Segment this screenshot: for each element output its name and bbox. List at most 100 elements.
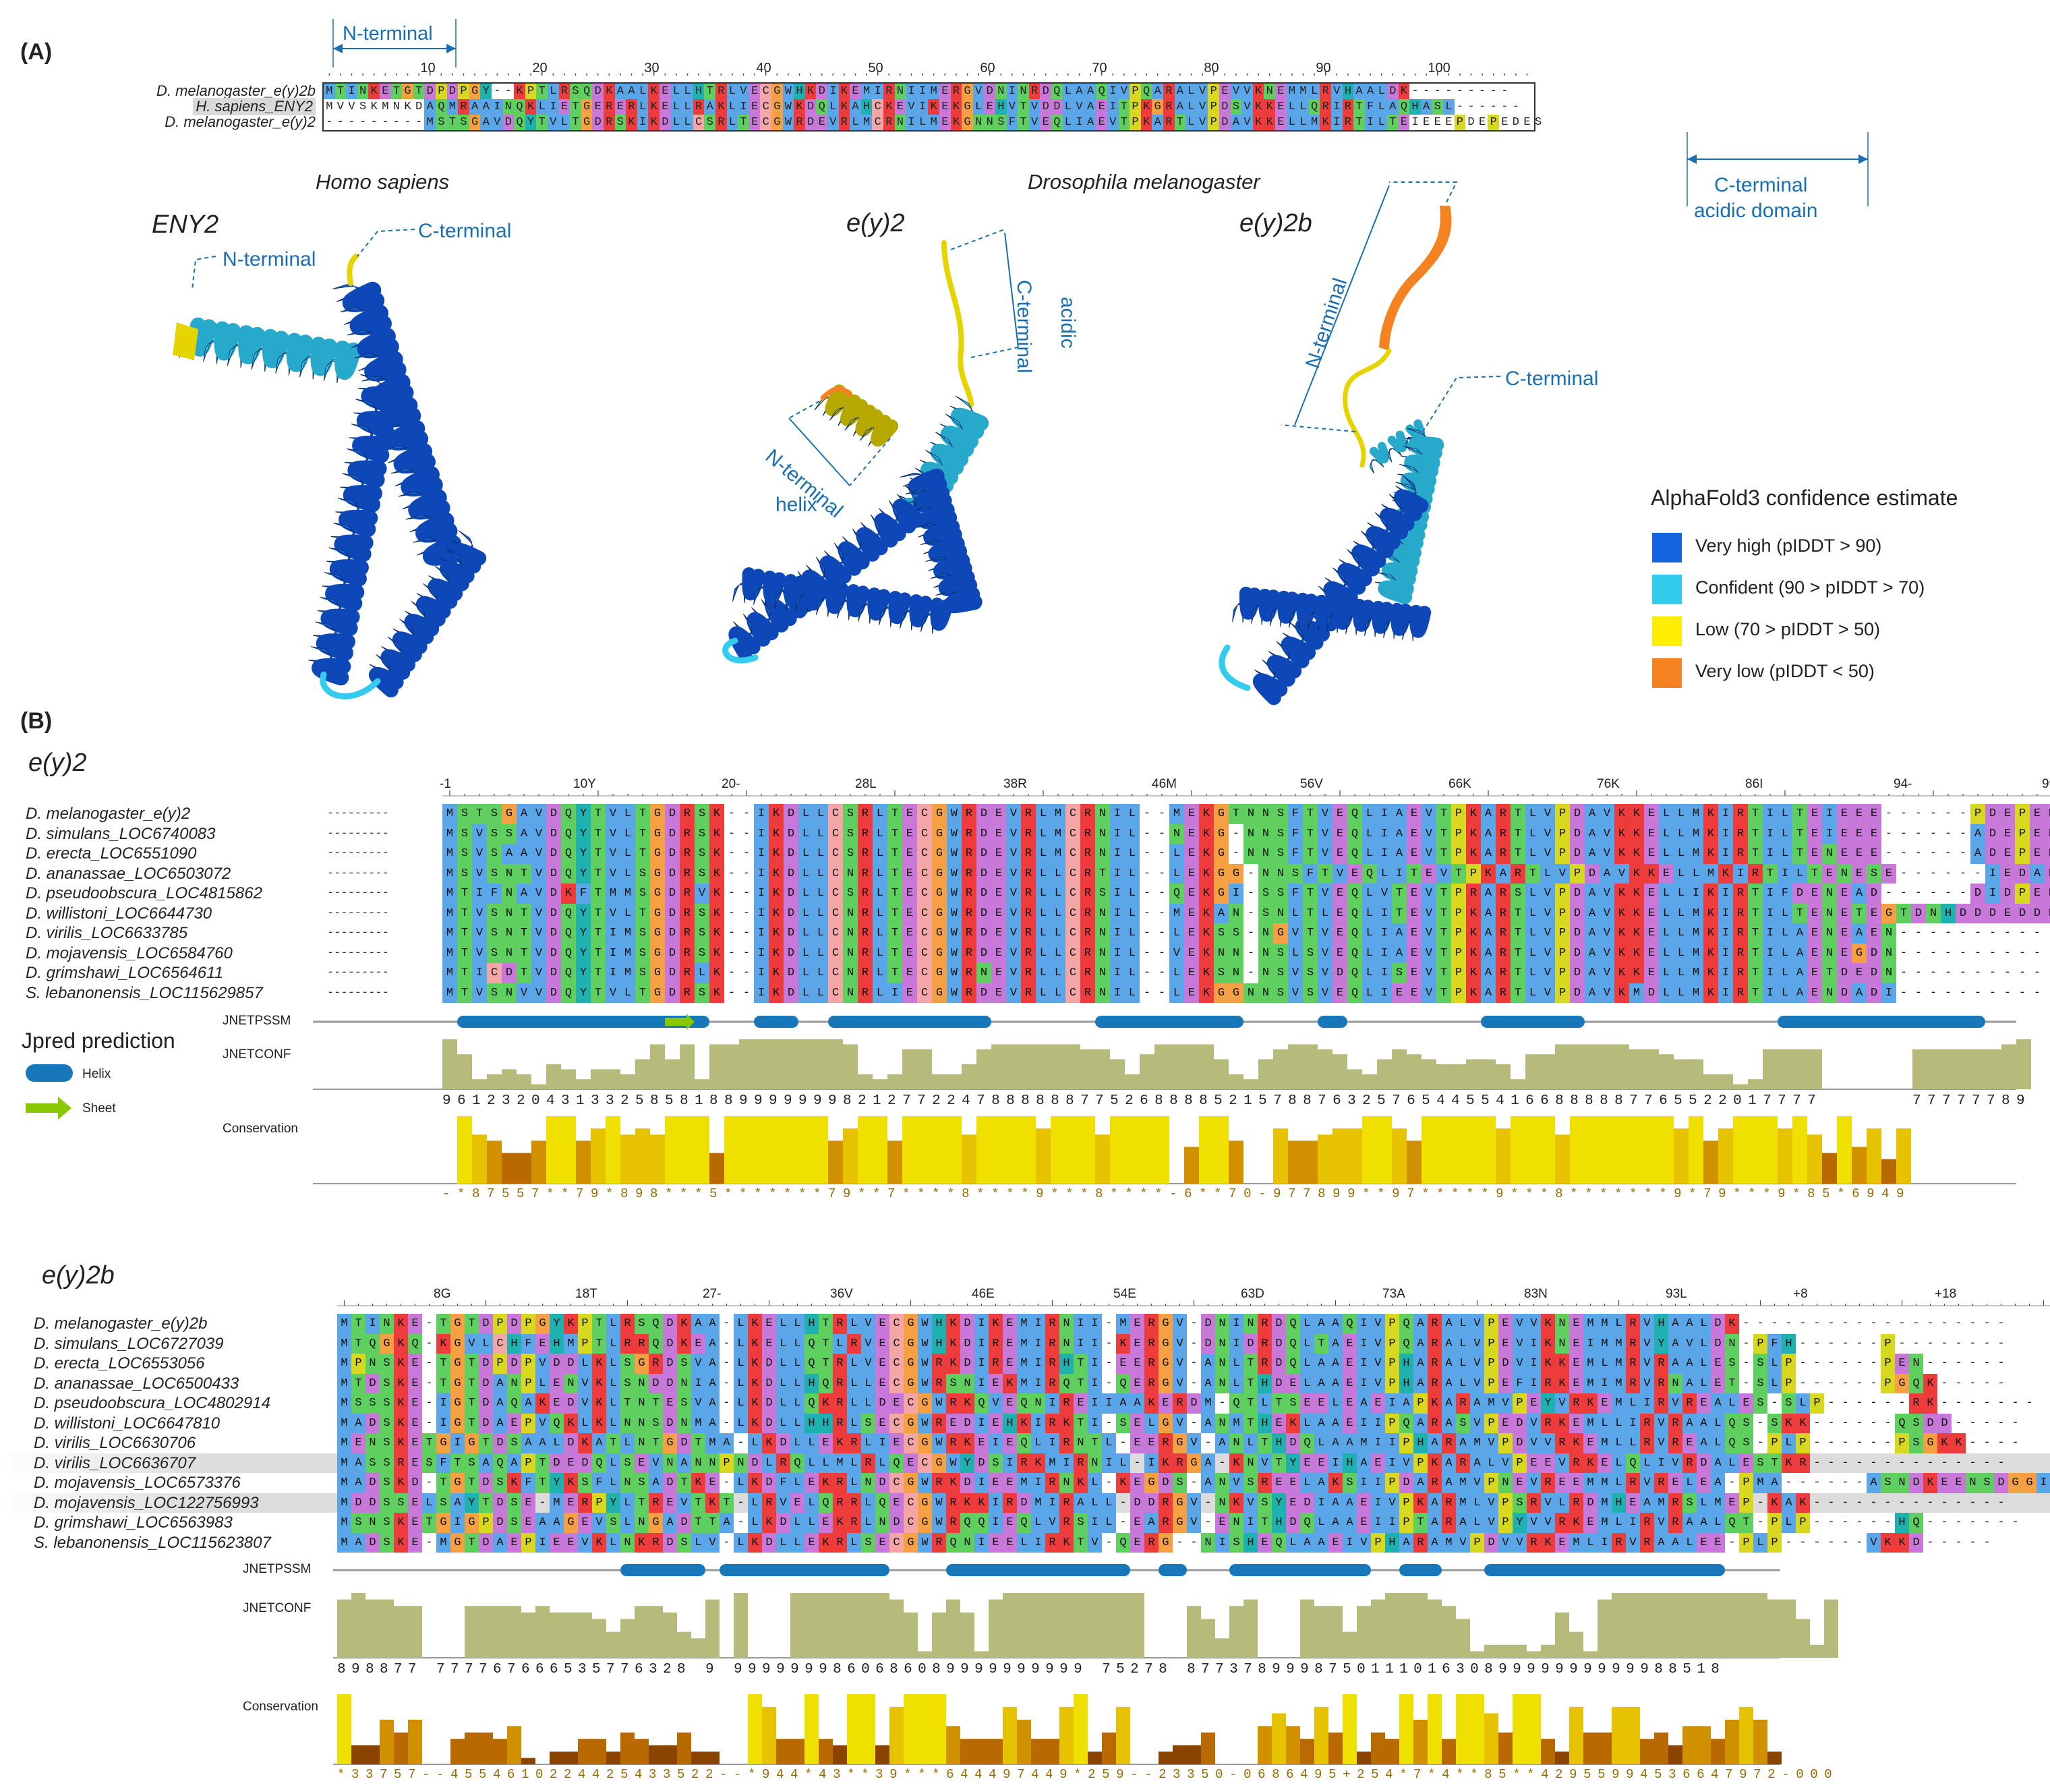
helix-back	[918, 502, 958, 529]
a-residue: D	[804, 99, 817, 115]
conservation-bar	[1555, 1134, 1570, 1184]
helix-back	[1351, 544, 1386, 577]
conservation-bar	[1442, 1739, 1456, 1764]
a-residue: L	[850, 115, 861, 130]
a-residue: I	[906, 84, 917, 99]
conf-bar	[691, 1638, 705, 1658]
conf-bar	[976, 1049, 991, 1089]
conf-bar	[561, 1069, 576, 1089]
conf-bar	[1600, 1044, 1614, 1089]
conservation-bar	[1045, 1739, 1059, 1764]
conf-bar	[917, 1049, 932, 1089]
a-residue: -	[1478, 85, 1486, 98]
a-residue: A	[1364, 84, 1376, 99]
a-residue: P	[525, 84, 537, 99]
a-residue: L	[670, 84, 682, 99]
a-residue: L	[536, 99, 548, 115]
a-residue: V	[1028, 99, 1041, 115]
helix-back	[1337, 562, 1372, 595]
conf-bar	[991, 1044, 1006, 1089]
legend-swatch	[1652, 575, 1682, 604]
a-residue: R	[1163, 84, 1175, 99]
conf-bar	[1824, 1599, 1838, 1658]
a-ruler-tick: 60	[980, 61, 995, 76]
a-residue: G	[771, 84, 783, 99]
a-residue: C	[872, 99, 883, 115]
a-residue: D	[592, 84, 604, 99]
conservation-bar	[960, 1739, 974, 1764]
a-residue: E	[894, 99, 906, 115]
conf-bar	[1810, 1644, 1824, 1658]
ey2b-title: e(y)2b	[1239, 209, 1312, 237]
conservation-bar	[1763, 1116, 1778, 1184]
conf-bar	[1214, 1059, 1229, 1089]
conservation-bar	[1017, 1719, 1031, 1764]
conf-bar	[1215, 1638, 1229, 1658]
conf-bar	[918, 1651, 932, 1658]
conservation-bar	[1733, 1116, 1748, 1184]
conservation-bar	[1080, 1116, 1095, 1184]
conservation-bar	[1626, 1706, 1640, 1764]
sheet-legend-glyph	[26, 1097, 71, 1120]
conf-bar	[724, 1044, 739, 1089]
conservation-bar	[1659, 1116, 1674, 1184]
a-residue: Y	[525, 115, 537, 130]
helix-back	[1352, 598, 1375, 632]
ruler-label: 46M	[1152, 777, 1177, 791]
a-residue: E	[558, 99, 570, 115]
conf-bar	[1442, 1606, 1456, 1658]
helix-back	[1295, 618, 1330, 650]
conf-bar	[1470, 1651, 1484, 1658]
conservation-bar	[502, 1153, 517, 1184]
ey2b-loop	[1219, 644, 1251, 691]
a-residue: S	[436, 115, 447, 130]
conservation-bar	[394, 1732, 408, 1764]
helix-mark	[620, 1564, 705, 1576]
a-residue: A	[1084, 84, 1096, 99]
eny2-c-loop	[347, 254, 359, 286]
conf-bar	[843, 1044, 858, 1089]
conservation-bar	[408, 1719, 422, 1764]
conservation-bar	[1456, 1694, 1470, 1764]
a-residue: K	[525, 99, 537, 115]
a-residue: G	[962, 84, 973, 99]
conservation-bar	[889, 1706, 904, 1764]
conf-bar	[1763, 1049, 1778, 1089]
a-residue: L	[1062, 84, 1074, 99]
a-residue: D	[804, 115, 817, 130]
conservation-bar	[564, 1752, 578, 1764]
helix-back	[334, 341, 361, 380]
helix-back	[1258, 588, 1281, 622]
conf-bar	[1796, 1619, 1810, 1658]
a-residue: F	[1364, 99, 1376, 115]
helix-back	[1295, 592, 1318, 626]
conservation-bar	[1031, 1739, 1045, 1764]
a-residue: D	[1051, 99, 1063, 115]
conf-bar	[1782, 1599, 1796, 1658]
a-residue: V	[1331, 84, 1343, 99]
conf-bar	[1300, 1599, 1314, 1658]
a-residue: -	[1411, 85, 1419, 98]
conservation-bar	[663, 1745, 677, 1764]
a-residue: -	[1456, 85, 1463, 98]
conservation-bar	[592, 1739, 606, 1764]
conservation-bar	[550, 1752, 564, 1764]
helix-mark	[1095, 1016, 1243, 1028]
legend-swatch	[1652, 533, 1682, 562]
conf-bar	[1328, 1606, 1343, 1658]
a-residue: D	[424, 84, 436, 99]
conf-bar	[351, 1593, 365, 1658]
a-residue: R	[715, 84, 727, 99]
conservation-bar	[769, 1116, 784, 1184]
conservation-bar	[804, 1694, 819, 1764]
conf-bar	[875, 1593, 889, 1658]
conservation-bar	[1822, 1153, 1837, 1184]
conservation-bar	[976, 1116, 991, 1184]
a-residue: E	[1398, 115, 1410, 130]
a-residue: L	[558, 115, 570, 130]
a-residue: R	[1028, 84, 1041, 99]
conf-bar	[650, 1044, 665, 1089]
a-residue: L	[548, 84, 559, 99]
a-residue: E	[1501, 116, 1509, 129]
a-residue: R	[1163, 99, 1175, 115]
